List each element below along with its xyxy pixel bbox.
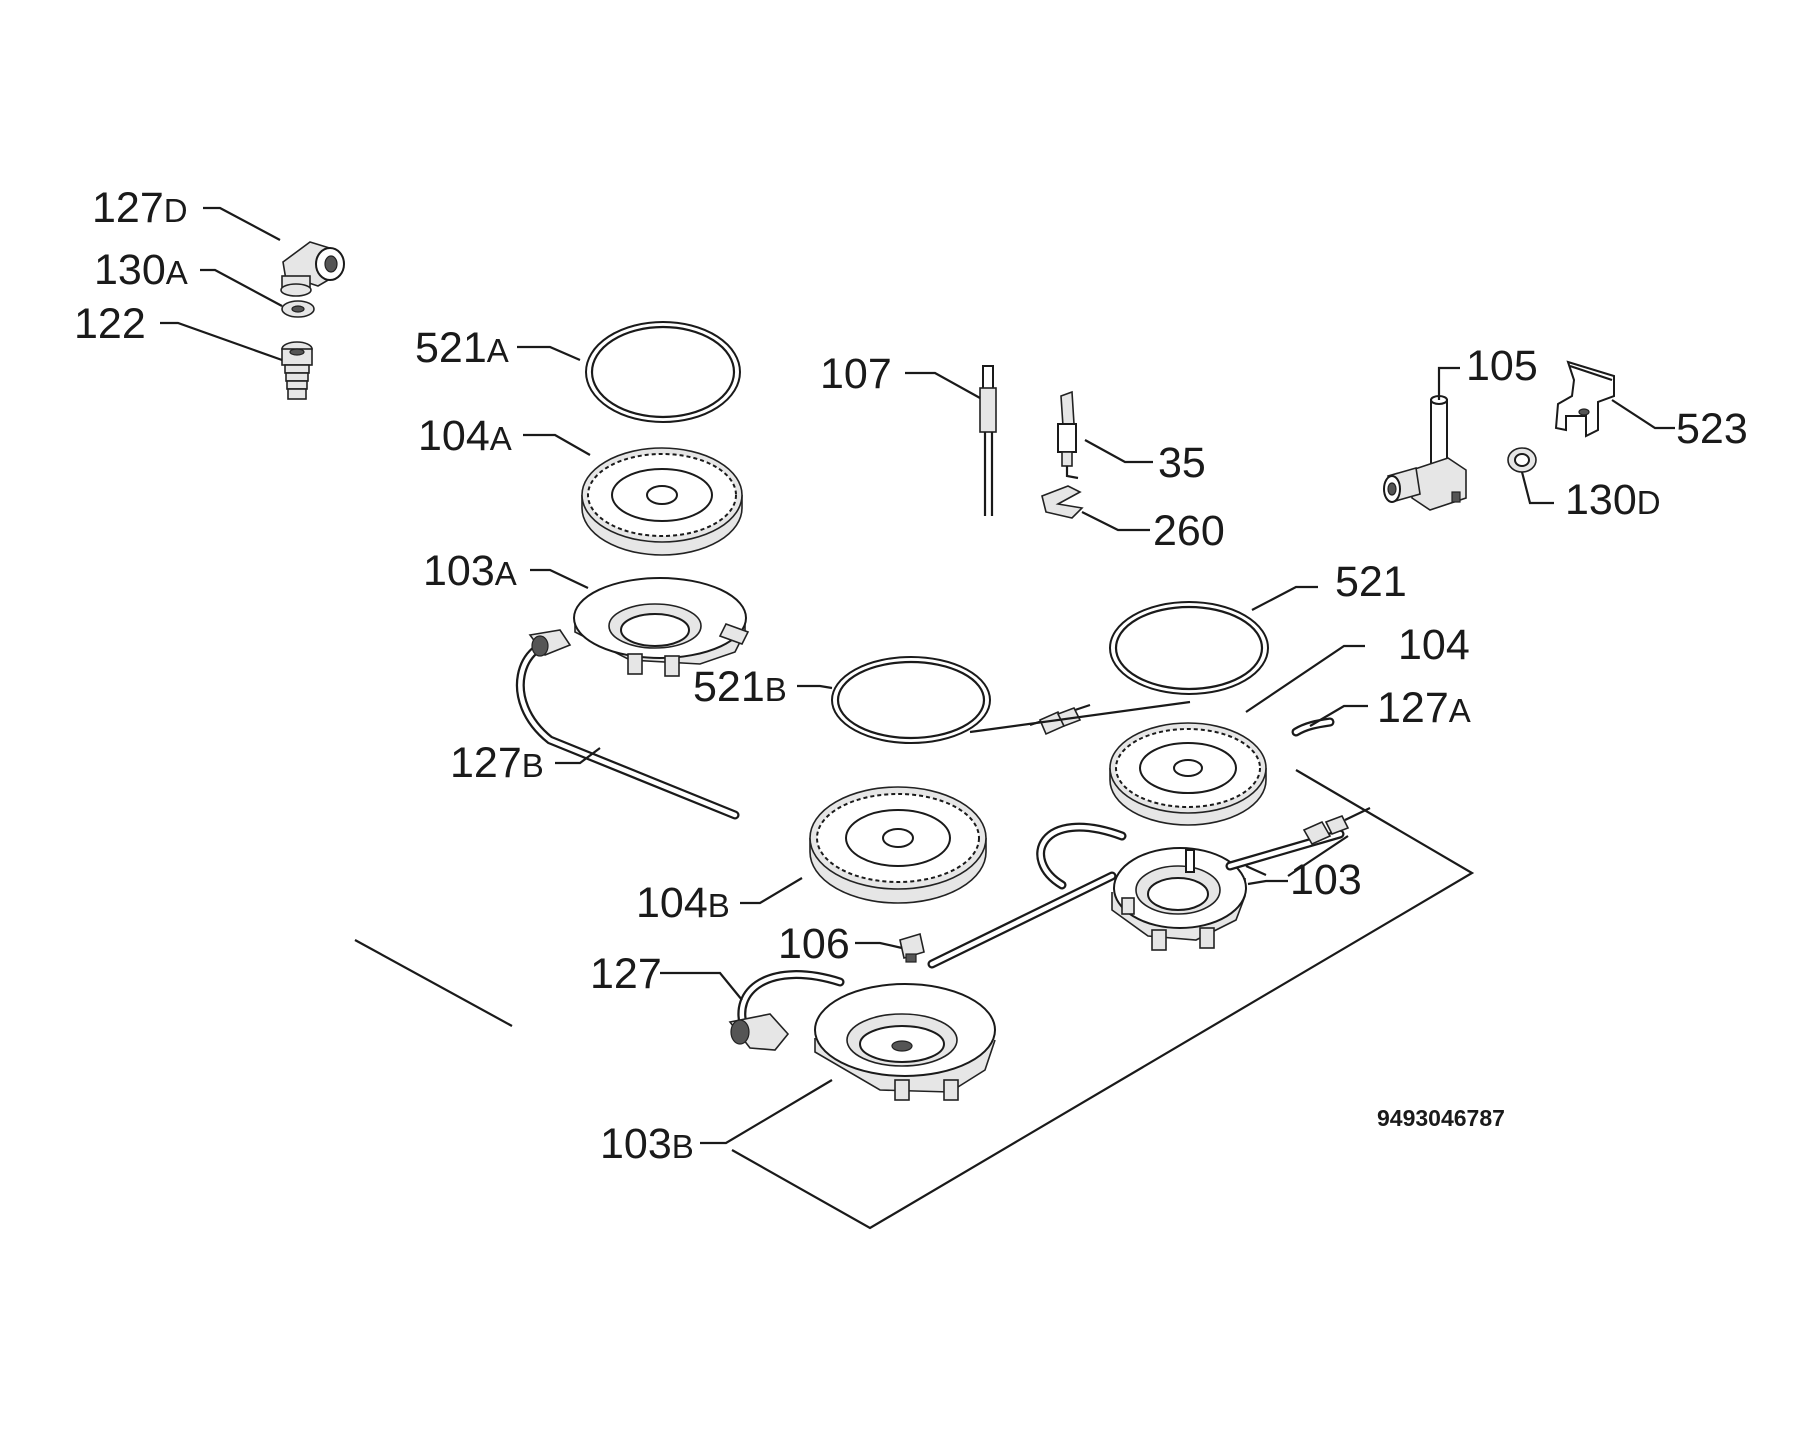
elbow-fitting-127d	[280, 241, 345, 297]
part-label-103: 103	[1290, 856, 1362, 904]
ring-104a	[581, 447, 743, 556]
part-label-104a: 104A	[418, 412, 512, 460]
burner-body-103	[1111, 847, 1247, 951]
burner-body-103b	[814, 983, 996, 1101]
part-label-521b: 521B	[693, 663, 787, 711]
part-label-122: 122	[74, 300, 146, 348]
hob-outline	[354, 769, 1475, 1230]
clip-260	[1041, 485, 1084, 519]
tube-127b	[516, 629, 740, 820]
part-label-103a: 103A	[423, 547, 517, 595]
part-label-130d: 130D	[1565, 476, 1661, 524]
part-label-127a: 127A	[1377, 684, 1471, 732]
part-label-107: 107	[820, 350, 892, 398]
part-label-523: 523	[1676, 405, 1748, 453]
leader-lines	[160, 206, 1675, 1145]
part-label-127d: 127D	[92, 184, 188, 232]
ring-104b	[809, 786, 987, 904]
part-label-127: 127	[590, 950, 662, 998]
bracket-523	[1554, 360, 1615, 438]
supply-tube-centre	[927, 871, 1117, 969]
cap-521	[1109, 601, 1269, 695]
part-label-104: 104	[1398, 621, 1470, 669]
electrode-35	[1057, 390, 1079, 480]
part-label-105: 105	[1466, 342, 1538, 390]
part-label-104b: 104B	[636, 879, 730, 927]
part-label-35: 35	[1158, 439, 1206, 487]
washer-130d	[1507, 447, 1537, 473]
valve-105	[1383, 395, 1467, 511]
part-label-521: 521	[1335, 558, 1407, 606]
part-label-103b: 103B	[600, 1120, 694, 1168]
part-label-130a: 130A	[94, 246, 188, 294]
part-label-521a: 521A	[415, 324, 509, 372]
cap-521a	[585, 321, 741, 423]
diagram-code: 9493046787	[1377, 1105, 1505, 1131]
part-label-106: 106	[778, 920, 850, 968]
injector-tube-centre	[1029, 703, 1091, 736]
connector-122	[281, 341, 313, 400]
tube-127	[728, 970, 845, 1051]
ring-104	[1109, 722, 1267, 826]
cap-521b	[831, 656, 991, 744]
part-label-260: 260	[1153, 507, 1225, 555]
washer-130a	[281, 300, 315, 318]
part-labels: 127D 130A 122 521A 104A 103A 127B 107 35…	[74, 184, 1748, 1168]
burner-body-103a	[573, 577, 750, 677]
injector-tube-right	[1225, 807, 1371, 871]
part-label-127b: 127B	[450, 739, 544, 787]
tube-loop-right	[1036, 822, 1127, 890]
thermocouple-107	[979, 365, 997, 516]
injector-106	[899, 932, 925, 963]
